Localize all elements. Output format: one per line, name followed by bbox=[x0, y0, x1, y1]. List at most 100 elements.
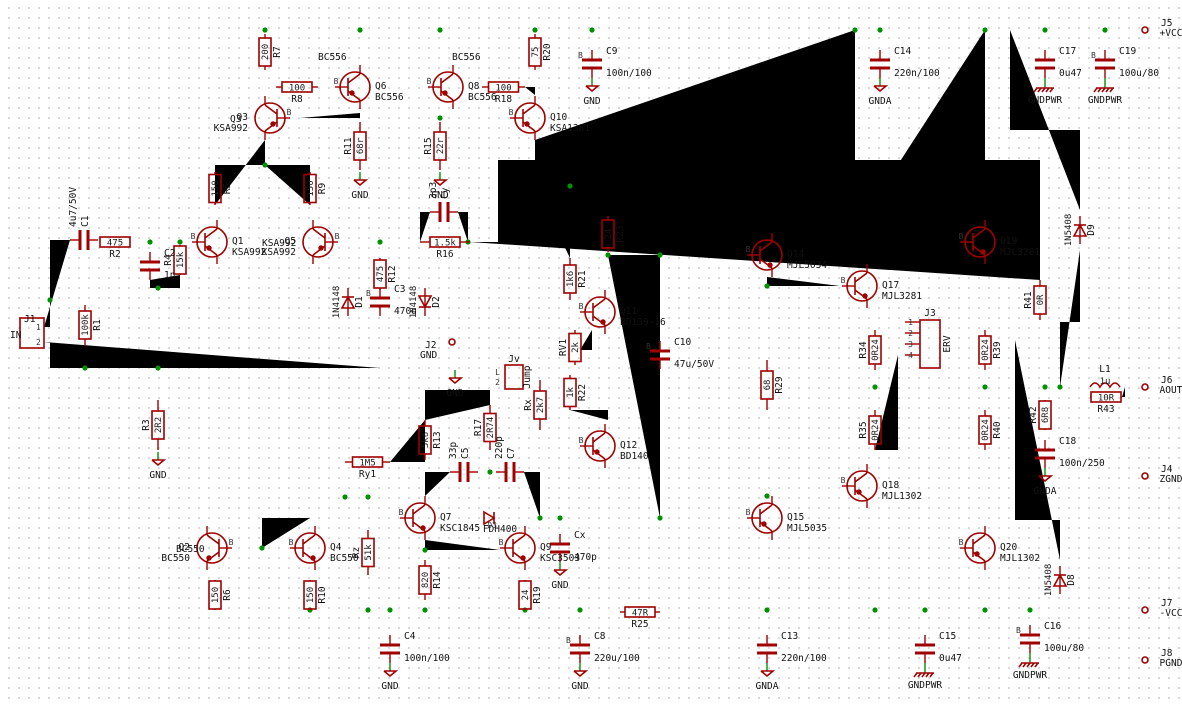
power-ground-hatch bbox=[1093, 87, 1098, 93]
wire bbox=[215, 140, 265, 205]
pin-label: B bbox=[191, 232, 196, 241]
resistor-ref: R5 bbox=[222, 183, 233, 194]
connector-label: -VCC bbox=[1160, 608, 1182, 619]
resistor-ref: R2 bbox=[109, 249, 120, 260]
resistor-body bbox=[351, 456, 384, 468]
capacitor-value: 100n/250 bbox=[1059, 458, 1105, 469]
power-ground-hatch bbox=[1022, 662, 1027, 668]
transistor-collector bbox=[347, 73, 361, 84]
emitter-arrow bbox=[761, 521, 767, 527]
capacitor-value: 4u7/50V bbox=[68, 187, 79, 227]
transistor-collector bbox=[204, 228, 218, 239]
capacitor-ref: C15 bbox=[939, 631, 956, 642]
emitter-arrow bbox=[767, 262, 773, 268]
capacitor-ref: C4 bbox=[404, 631, 416, 642]
ground-symbol bbox=[448, 377, 464, 385]
junction-dot bbox=[1042, 384, 1048, 390]
resistor-value: 1k bbox=[566, 387, 576, 398]
emitter-arrow bbox=[974, 551, 980, 557]
resistor-value: 820 bbox=[421, 572, 431, 588]
transistor-ref: Q8 bbox=[468, 81, 480, 92]
diode-value: 1N5408 bbox=[1044, 564, 1054, 597]
connector-ref: J7 bbox=[1161, 598, 1172, 609]
resistor-value: 15k bbox=[176, 251, 186, 268]
ground-label: GND bbox=[381, 681, 398, 692]
resistor-ref: R13 bbox=[432, 431, 443, 448]
resistor-body bbox=[601, 219, 615, 249]
resistor-body bbox=[868, 335, 882, 365]
junction-dot bbox=[422, 607, 428, 613]
resistor-value: 100 bbox=[495, 84, 511, 94]
resistor-body bbox=[533, 390, 547, 420]
pin-label: B bbox=[509, 108, 514, 117]
pin-label: B bbox=[579, 436, 584, 445]
diode-body bbox=[1052, 573, 1068, 587]
ground-label: GNDPWR bbox=[1088, 95, 1123, 106]
power-ground-hatch bbox=[1033, 87, 1038, 93]
ground-label: GND bbox=[431, 190, 448, 201]
junction-dot bbox=[982, 384, 988, 390]
diode-ref: D3 bbox=[487, 521, 497, 530]
power-ground-hatch bbox=[1049, 87, 1054, 93]
capacitor-ref: C16 bbox=[1044, 621, 1061, 632]
resistor-body bbox=[418, 425, 432, 455]
capacitor-value: 1n bbox=[164, 270, 175, 281]
resistor-value: 10R bbox=[1098, 394, 1115, 404]
junction-dot bbox=[1057, 384, 1063, 390]
resistor-body bbox=[483, 412, 497, 443]
wire bbox=[425, 390, 490, 420]
transistor-value: MJL3281 bbox=[1000, 247, 1040, 258]
ground-symbol bbox=[553, 569, 569, 577]
junction-dot bbox=[537, 515, 543, 521]
resistor-body bbox=[624, 606, 656, 618]
resistor-value: 475 bbox=[376, 266, 386, 282]
resistor-value: 0R24 bbox=[871, 419, 881, 441]
junction-dot bbox=[357, 27, 363, 33]
resistor-ref: R14 bbox=[432, 571, 443, 588]
junction-dot bbox=[47, 297, 53, 303]
connector-label: IN bbox=[10, 330, 22, 341]
capacitor-value: 100n/100 bbox=[606, 68, 652, 79]
capacitor-ref: C17 bbox=[1059, 46, 1076, 57]
resistor-ref: R23 bbox=[615, 225, 626, 242]
pin-label: 1 bbox=[908, 318, 913, 327]
resistor-body bbox=[281, 81, 313, 93]
emitter-arrow bbox=[420, 525, 426, 531]
resistor-ref: Rx bbox=[523, 399, 534, 411]
capacitor-value: 3p3 bbox=[428, 182, 439, 199]
pin-label: B bbox=[959, 538, 964, 547]
wire bbox=[524, 472, 540, 518]
power-ground-hatch bbox=[1041, 87, 1046, 93]
power-ground-hatch bbox=[1026, 662, 1031, 668]
capacitor-value: 100u/80 bbox=[1119, 68, 1159, 79]
resistor-ref: R3 bbox=[141, 419, 152, 430]
resistor-ref: R12 bbox=[387, 265, 398, 282]
component-symbols bbox=[19, 26, 1149, 678]
junction-dot bbox=[437, 27, 443, 33]
capacitor-value: 100u/80 bbox=[1044, 643, 1084, 654]
resistor-value: 2k bbox=[571, 342, 581, 353]
connector-ref: J6 bbox=[1161, 375, 1173, 386]
junction-dot bbox=[365, 607, 371, 613]
capacitor-value: 0u47 bbox=[939, 653, 962, 664]
resistor-value: 150 bbox=[306, 587, 316, 603]
ground-symbol bbox=[1038, 475, 1054, 483]
resistor-body bbox=[760, 370, 774, 400]
pin-label: B bbox=[746, 508, 751, 517]
jumper-body bbox=[504, 364, 524, 390]
resistor-ref: R35 bbox=[858, 421, 869, 438]
transistor-value: KSA1381 bbox=[550, 123, 590, 134]
transistor-collector bbox=[972, 228, 986, 239]
wire bbox=[525, 87, 535, 95]
resistor-body bbox=[563, 264, 577, 294]
transistor-value: MJL3281 bbox=[882, 291, 922, 302]
emitter-arrow bbox=[524, 121, 530, 127]
diode-value: 1N4148 bbox=[332, 286, 342, 319]
capacitor-ref: C8 bbox=[594, 631, 606, 642]
resistor-value: 75 bbox=[531, 47, 541, 58]
junction-dot bbox=[764, 493, 770, 499]
capacitor-ref: C3 bbox=[394, 284, 405, 295]
transistor-collector bbox=[854, 472, 868, 483]
emitter-arrow bbox=[594, 449, 600, 455]
